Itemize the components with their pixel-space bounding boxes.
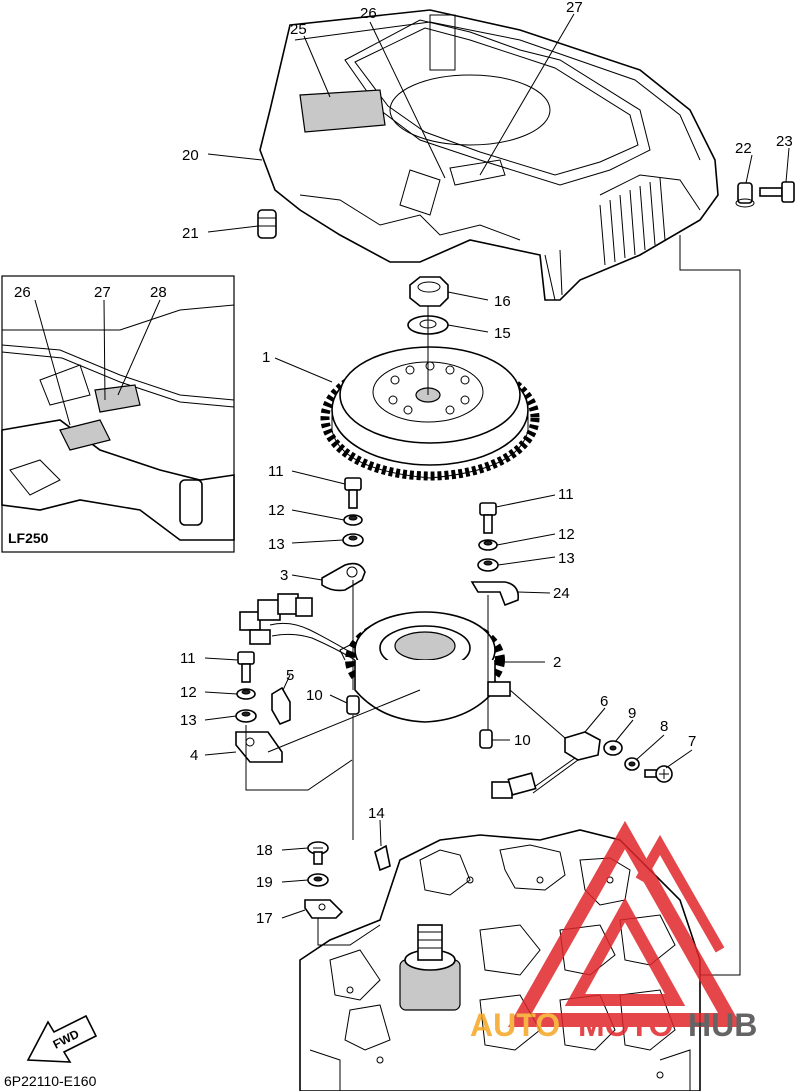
callout-15: 15 bbox=[494, 325, 511, 342]
washer-13-lower-left bbox=[235, 709, 257, 723]
watermark-moto: MOTO bbox=[578, 1007, 673, 1043]
callout-16: 16 bbox=[494, 293, 511, 310]
callout-12-upper-left: 12 bbox=[268, 502, 285, 519]
washer-13-right bbox=[477, 558, 499, 572]
callout-10-right: 10 bbox=[514, 732, 531, 749]
callout-2: 2 bbox=[553, 654, 561, 671]
callout-11-upper-left: 11 bbox=[268, 463, 284, 480]
callout-22: 22 bbox=[735, 140, 752, 157]
washer-8 bbox=[624, 757, 640, 771]
inset-model-label: LF250 bbox=[8, 530, 49, 546]
bolt-11-upper-left bbox=[344, 477, 362, 509]
callout-labels: 25 26 27 20 21 22 23 16 15 1 11 12 13 3 … bbox=[180, 0, 793, 927]
watermark-auto: AUTO bbox=[470, 1007, 560, 1043]
screw-18 bbox=[307, 841, 329, 865]
washer-9 bbox=[603, 740, 623, 756]
watermark-logo: AUTO MOTO HUB bbox=[470, 820, 757, 1043]
callout-17: 17 bbox=[256, 910, 273, 927]
pulser-coil-6 bbox=[491, 731, 601, 799]
callout-18: 18 bbox=[256, 842, 273, 859]
callout-25: 25 bbox=[290, 21, 307, 38]
callout-26: 26 bbox=[360, 5, 377, 22]
callout-14: 14 bbox=[368, 805, 385, 822]
callout-23: 23 bbox=[776, 133, 793, 150]
leader-lines bbox=[34, 13, 790, 976]
bolt-23 bbox=[759, 181, 795, 203]
watermark-hub: HUB bbox=[688, 1007, 757, 1043]
collar-10-right bbox=[479, 729, 493, 749]
callout-5: 5 bbox=[286, 667, 294, 684]
clip-24 bbox=[470, 581, 520, 607]
washer-19 bbox=[307, 873, 329, 887]
bracket-4 bbox=[235, 731, 283, 763]
washer-12-lower-left bbox=[236, 688, 256, 700]
screw-7 bbox=[644, 765, 673, 783]
diagram-code: 6P22110-E160 bbox=[4, 1073, 97, 1089]
washer-12-right bbox=[478, 539, 498, 551]
callout-9: 9 bbox=[628, 705, 636, 722]
fwd-arrow: FWD bbox=[26, 1014, 98, 1063]
callout-4: 4 bbox=[190, 747, 198, 764]
flywheel-cover bbox=[259, 9, 719, 301]
callout-21: 21 bbox=[182, 225, 199, 242]
callout-10-left: 10 bbox=[306, 687, 323, 704]
inset-callout-26: 26 bbox=[14, 284, 31, 301]
key-14 bbox=[374, 844, 391, 872]
callout-12-lower-left: 12 bbox=[180, 684, 197, 701]
callout-7: 7 bbox=[688, 733, 696, 750]
callout-24: 24 bbox=[553, 585, 570, 602]
callout-12-right: 12 bbox=[558, 526, 575, 543]
callout-1: 1 bbox=[262, 349, 270, 366]
washer-12-upper-left bbox=[343, 514, 363, 526]
callout-3: 3 bbox=[280, 567, 288, 584]
stator-2 bbox=[339, 611, 511, 723]
holder-5 bbox=[271, 686, 291, 726]
nut-16 bbox=[409, 276, 449, 307]
callout-13-upper-left: 13 bbox=[268, 536, 285, 553]
washer-13-upper-left bbox=[342, 533, 364, 547]
grommet-21 bbox=[257, 209, 277, 239]
inset-labels: 26 27 28 LF250 bbox=[8, 284, 167, 546]
callout-11-right: 11 bbox=[558, 486, 574, 503]
callout-19: 19 bbox=[256, 874, 273, 891]
clamp-3 bbox=[321, 562, 366, 592]
callout-11-lower-left: 11 bbox=[180, 650, 196, 667]
wire-harness bbox=[239, 593, 356, 661]
inset-callout-27: 27 bbox=[94, 284, 111, 301]
inset-callout-28: 28 bbox=[150, 284, 167, 301]
callout-27: 27 bbox=[566, 0, 583, 16]
callout-13-lower-left: 13 bbox=[180, 712, 197, 729]
callout-13-right: 13 bbox=[558, 550, 575, 567]
bolt-11-lower-left bbox=[237, 651, 255, 683]
flywheel-1 bbox=[320, 346, 540, 481]
callout-8: 8 bbox=[660, 718, 668, 735]
lf250-inset bbox=[1, 275, 235, 553]
collar-22 bbox=[735, 182, 755, 208]
bracket-17 bbox=[304, 899, 344, 919]
bolt-11-right bbox=[479, 502, 497, 534]
collar-10-left bbox=[346, 695, 360, 715]
callout-20: 20 bbox=[182, 147, 199, 164]
callout-6: 6 bbox=[600, 693, 608, 710]
